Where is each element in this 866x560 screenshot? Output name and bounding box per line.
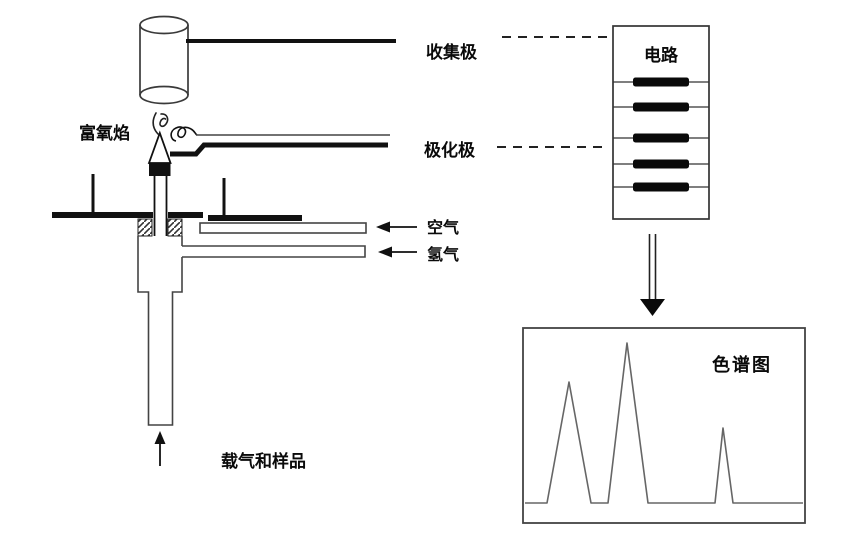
collector-electrode-cylinder (139, 15, 189, 105)
air-arrow-left-icon (376, 221, 417, 233)
polarizing-electrode-lead (170, 142, 388, 157)
label-carrier-gas-sample: 载气和样品 (221, 451, 306, 471)
label-polarizing-electrode: 极化极 (424, 140, 475, 160)
chromatogram-box (522, 327, 806, 524)
carrier-gas-arrow-up-icon (154, 431, 166, 466)
label-chromatogram: 色谱图 (712, 354, 772, 375)
insulator-block-left (137, 218, 153, 237)
signal-arrow-down-icon (640, 234, 665, 316)
hydrogen-arrow-left-icon (378, 246, 417, 258)
label-oxygen-rich-flame: 富氧焰 (79, 123, 130, 143)
chromatogram-trace (525, 342, 803, 504)
nozzle-collar (149, 163, 171, 176)
label-hydrogen: 氢气 (427, 245, 459, 264)
burner-nozzle (147, 130, 172, 164)
base-plate-left (52, 212, 203, 218)
hydrogen-inlet-tube (182, 245, 366, 258)
jet-tube (153, 176, 168, 236)
flame-icon (152, 112, 169, 135)
label-collector-electrode: 收集极 (426, 42, 477, 62)
base-plate-right (208, 215, 302, 221)
polarizer-coil (170, 126, 198, 142)
air-inlet-tube (199, 222, 367, 234)
label-circuit: 电路 (644, 45, 679, 65)
burner-body-outline (137, 236, 183, 426)
resistor-ladder (613, 77, 709, 192)
insulator-block-right (167, 218, 183, 237)
label-air: 空气 (427, 218, 459, 237)
